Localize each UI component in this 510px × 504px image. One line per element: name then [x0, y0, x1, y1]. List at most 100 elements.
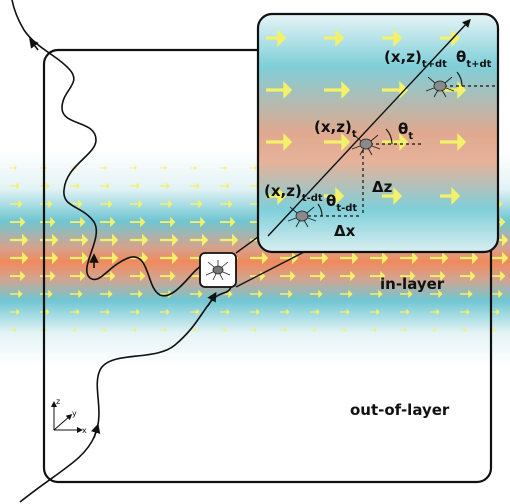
theta-now-label: θt [398, 120, 413, 142]
flow-arrow [490, 251, 509, 265]
flow-arrow [10, 270, 26, 282]
inset-flow-arrow [382, 187, 403, 205]
inset-flow-arrow [324, 187, 345, 205]
flow-arrow [130, 233, 149, 247]
flow-arrow [220, 216, 236, 228]
flow-arrow [220, 199, 233, 209]
flow-arrow [100, 216, 116, 228]
flow-arrow [250, 270, 266, 282]
inset-path-line [267, 18, 471, 237]
flow-arrow [100, 233, 119, 247]
inset-flow-arrows [266, 29, 467, 205]
flow-arrow [220, 233, 239, 247]
flow-arrow [130, 270, 146, 282]
in-layer-label: in-layer [380, 275, 445, 293]
flow-arrow [310, 289, 323, 299]
axes-icon: z y x [51, 397, 87, 435]
inset-flow-arrow [266, 187, 287, 205]
pos-now-label: (x,z)t [314, 118, 357, 140]
flow-arrow [40, 233, 59, 247]
pos-next-label: (x,z)t+dt [384, 48, 447, 70]
flow-arrow [220, 182, 230, 190]
flow-arrow [220, 308, 230, 316]
flow-arrow [310, 327, 317, 333]
flow-arrow [40, 216, 56, 228]
flow-arrow [10, 233, 29, 247]
inset-flow-arrow [266, 81, 293, 99]
flow-arrow [70, 270, 86, 282]
delta-x-label: Δx [334, 222, 356, 240]
flow-arrow [70, 289, 83, 299]
pos-prev-label: (x,z)t-dt [264, 182, 323, 204]
flow-arrow [310, 270, 326, 282]
flow-arrow [100, 251, 119, 265]
flow-arrow [190, 308, 200, 316]
organism-trajectory [11, 0, 234, 503]
flow-arrow [250, 165, 257, 171]
flow-arrow [40, 251, 59, 265]
organism-icon-prev [287, 206, 317, 228]
inset-flow-arrow [440, 133, 467, 151]
flow-arrow [160, 233, 179, 247]
flow-arrow [10, 165, 17, 171]
flow-arrow [310, 308, 320, 316]
flow-arrow [40, 270, 56, 282]
flow-arrow [250, 289, 263, 299]
flow-arrow [430, 251, 449, 265]
trajectory-arrow-2 [207, 291, 217, 307]
zoom-line-bottom [235, 249, 309, 288]
flow-arrow [190, 199, 203, 209]
inset-panel [256, 12, 500, 254]
flow-arrow [340, 251, 359, 265]
flow-arrow [10, 308, 20, 316]
inset-flow-arrow [324, 133, 351, 151]
flow-arrow [130, 216, 146, 228]
flow-arrow [430, 270, 446, 282]
axis-y-label: y [72, 409, 77, 418]
flow-arrow [280, 327, 287, 333]
flow-arrow [160, 165, 167, 171]
flow-arrow [250, 308, 260, 316]
organism-small-icon [205, 260, 231, 281]
flow-arrow [250, 327, 257, 333]
flow-arrow [400, 308, 410, 316]
flow-arrow [100, 289, 113, 299]
axis-x-label: x [82, 426, 87, 435]
out-of-layer-label: out-of-layer [350, 401, 450, 419]
flow-arrow [460, 251, 479, 265]
inset-flow-arrow [382, 81, 409, 99]
organism-icon-next [425, 76, 455, 98]
trajectory-arrow-4 [29, 38, 39, 51]
theta-next-label: θt+dt [456, 48, 492, 70]
flow-arrow [400, 327, 407, 333]
flow-arrow [70, 251, 89, 265]
angle-arc-prev [317, 203, 323, 217]
flow-arrow [190, 216, 206, 228]
flow-arrow [160, 182, 170, 190]
flow-arrow [160, 308, 170, 316]
flow-arrow [370, 270, 386, 282]
organism-icon-now [351, 134, 381, 156]
flow-arrow [70, 216, 86, 228]
flow-arrow [250, 251, 269, 265]
flow-arrow [370, 251, 389, 265]
trajectory-arrow-1 [91, 423, 101, 439]
flow-arrow [280, 289, 293, 299]
flow-arrow [310, 251, 329, 265]
flow-arrow [190, 165, 197, 171]
flow-arrow [190, 289, 203, 299]
flow-arrow [130, 165, 137, 171]
flow-arrow [370, 308, 380, 316]
flow-arrow [130, 308, 140, 316]
theta-prev-label: θt-dt [326, 192, 357, 214]
flow-arrow [400, 289, 413, 299]
flow-arrow [430, 327, 437, 333]
flow-arrow [130, 199, 143, 209]
flow-arrow [160, 327, 167, 333]
flow-arrow [400, 251, 419, 265]
flow-arrow [160, 199, 173, 209]
flow-arrow [100, 199, 113, 209]
axis-z-label: z [56, 397, 60, 406]
flow-arrow [430, 289, 443, 299]
